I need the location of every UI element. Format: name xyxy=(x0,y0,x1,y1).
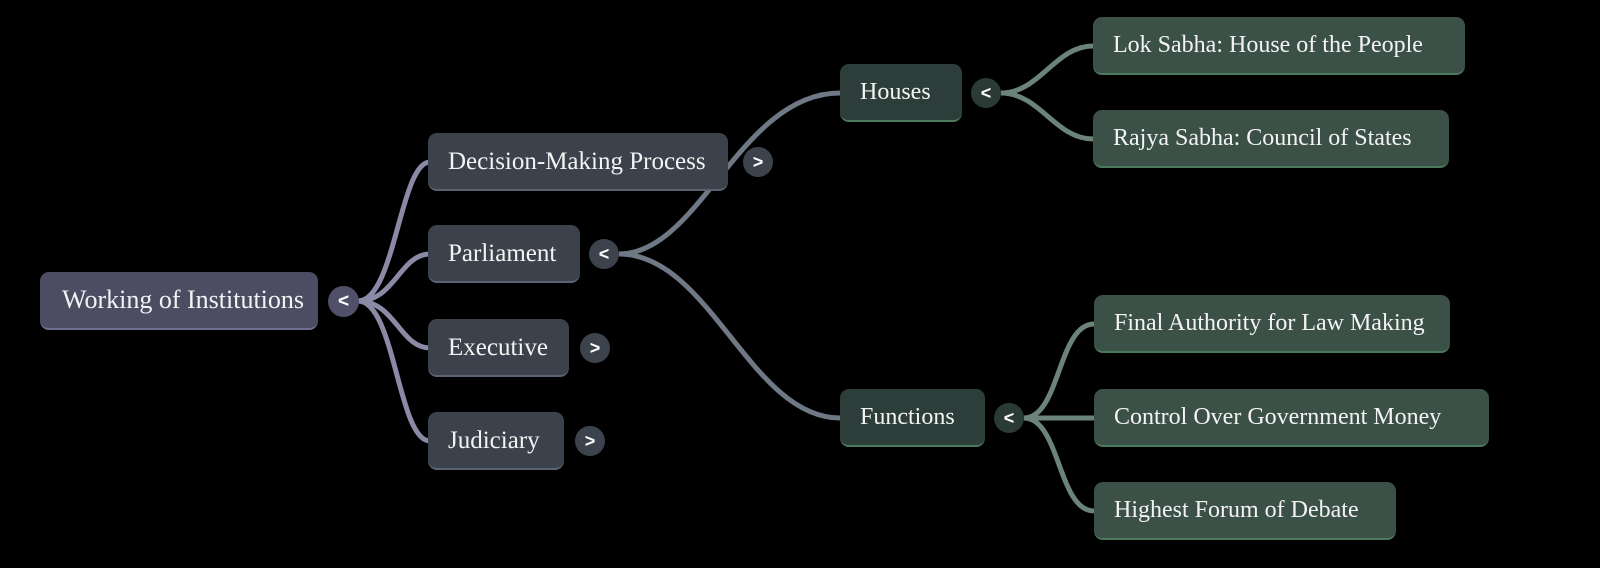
toggle-executive[interactable]: > xyxy=(580,333,610,363)
node-label: Control Over Government Money xyxy=(1114,404,1442,430)
node-label: Decision-Making Process xyxy=(448,147,706,175)
node-label: Final Authority for Law Making xyxy=(1114,310,1425,336)
node-label: Lok Sabha: House of the People xyxy=(1113,32,1423,58)
node-label: Rajya Sabha: Council of States xyxy=(1113,125,1412,151)
node-rajya-sabha[interactable]: Rajya Sabha: Council of States xyxy=(1093,110,1449,168)
toggle-houses[interactable]: < xyxy=(971,78,1001,108)
node-lok-sabha[interactable]: Lok Sabha: House of the People xyxy=(1093,17,1465,75)
chevron-left-icon: < xyxy=(598,243,610,264)
edge-functions-to-final-authority xyxy=(1023,321,1095,421)
edge-houses-to-lok-sabha xyxy=(1000,43,1094,96)
node-final-authority-for-law-making[interactable]: Final Authority for Law Making xyxy=(1094,295,1450,353)
chevron-left-icon: < xyxy=(1003,407,1015,428)
node-label: Judiciary xyxy=(448,426,540,454)
toggle-parliament[interactable]: < xyxy=(589,239,619,269)
node-executive[interactable]: Executive xyxy=(428,319,569,377)
edge-parliament-to-functions xyxy=(618,251,841,421)
edge-root-to-decision-making xyxy=(357,159,431,304)
edge-functions-to-highest-forum xyxy=(1023,415,1095,514)
chevron-right-icon: > xyxy=(584,430,596,451)
toggle-functions[interactable]: < xyxy=(994,403,1024,433)
node-label: Executive xyxy=(448,333,548,361)
edge-root-to-parliament xyxy=(357,251,431,304)
edge-houses-to-rajya-sabha xyxy=(1000,90,1094,142)
toggle-working-of-institutions[interactable]: < xyxy=(328,286,359,317)
node-label: Working of Institutions xyxy=(62,285,305,314)
toggle-judiciary[interactable]: > xyxy=(575,426,605,456)
node-label: Parliament xyxy=(448,239,557,267)
node-highest-forum-of-debate[interactable]: Highest Forum of Debate xyxy=(1094,482,1396,540)
node-label: Highest Forum of Debate xyxy=(1114,497,1359,523)
node-label: Houses xyxy=(860,79,931,105)
node-functions[interactable]: Functions xyxy=(840,389,985,447)
chevron-left-icon: < xyxy=(980,82,992,103)
node-label: Functions xyxy=(860,404,955,430)
node-judiciary[interactable]: Judiciary xyxy=(428,412,564,470)
edge-root-to-judiciary xyxy=(357,298,431,444)
node-parliament[interactable]: Parliament xyxy=(428,225,580,283)
chevron-left-icon: < xyxy=(337,290,350,312)
node-control-over-government-money[interactable]: Control Over Government Money xyxy=(1094,389,1489,447)
node-working-of-institutions[interactable]: Working of Institutions xyxy=(40,272,318,330)
chevron-right-icon: > xyxy=(752,151,764,172)
node-decision-making-process[interactable]: Decision-Making Process xyxy=(428,133,728,191)
node-houses[interactable]: Houses xyxy=(840,64,962,122)
toggle-decision-making-process[interactable]: > xyxy=(743,147,773,177)
chevron-right-icon: > xyxy=(589,337,601,358)
